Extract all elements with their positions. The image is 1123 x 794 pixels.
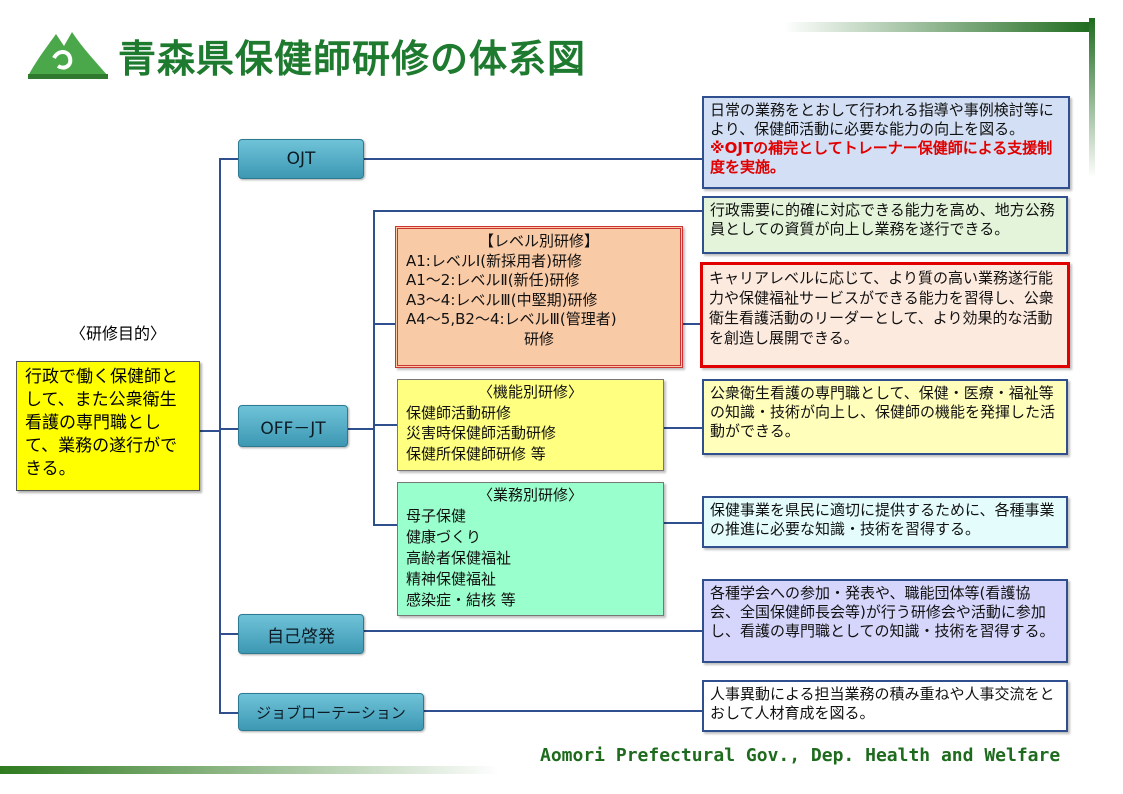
page-title: 青森県保健師研修の体系図 — [118, 37, 587, 81]
function-training-item: 保健師活動研修 — [406, 403, 512, 422]
connector — [664, 427, 702, 429]
ojt-description-text: 日常の業務をとおして行われる指導や事例検討等により、保健師活動に必要な能力の向上… — [710, 101, 1054, 138]
level-training-heading: 【レベル別研修】 — [478, 232, 599, 250]
level-training-item-tail: 研修 — [523, 329, 554, 348]
level-training-item: A4～5,B2～4:レベルⅢ(管理者) — [406, 310, 617, 328]
job-rotation-description: 人事異動による担当業務の積み重ねや人事交流をとおして人材育成を図る。 — [702, 680, 1068, 732]
function-training-item: 災害時保健師活動研修 — [406, 424, 557, 442]
ojt-description-note: ※OJTの補完としてトレーナー保健師による支援制度を実施。 — [710, 139, 1053, 176]
function-description: 公衆衛生看護の専門職として、保健・医療・福祉等の知識・技術が向上し、保健師の機能… — [702, 379, 1068, 455]
work-training-heading: 〈業務別研修〉 — [477, 486, 583, 504]
work-training-item: 感染症・結核 等 — [406, 591, 516, 609]
purpose-box: 行政で働く保健師として、また公衆衛生看護の専門職として、業務の遂行ができる。 — [16, 361, 200, 491]
connector — [424, 710, 702, 712]
connector — [219, 428, 239, 430]
connector — [373, 424, 397, 426]
work-training-item: 精神保健福祉 — [406, 570, 497, 588]
top-decoration-bar — [783, 22, 1093, 32]
category-ojt: OJT — [238, 139, 364, 179]
category-off-jt: OFF－JT — [238, 405, 348, 447]
aomori-logo-icon — [28, 32, 108, 79]
right-decoration-bar — [1089, 18, 1095, 178]
connector — [219, 712, 239, 714]
level-training-item: A3～4:レベルⅢ(中堅期)研修 — [406, 290, 598, 309]
footer-credit: Aomori Prefectural Gov., Dep. Health and… — [540, 745, 1061, 766]
connector — [364, 630, 702, 632]
admin-description: 行政需要に的確に対応できる能力を高め、地方公務員としての資質が向上し業務を遂行で… — [702, 196, 1068, 254]
function-training-heading: 〈機能別研修〉 — [477, 383, 583, 401]
connector — [664, 522, 702, 524]
connector — [219, 633, 239, 635]
ojt-description: 日常の業務をとおして行われる指導や事例検討等により、保健師活動に必要な能力の向上… — [702, 96, 1070, 189]
connector — [364, 158, 702, 160]
work-training-item: 母子保健 — [406, 507, 467, 525]
category-job-rotation: ジョブローテーション — [238, 693, 424, 731]
work-training-box: 〈業務別研修〉 母子保健 健康づくり 高齢者保健福祉 精神保健福祉 感染症・結核… — [397, 482, 664, 616]
function-training-item: 保健所保健師研修 等 — [406, 444, 546, 463]
level-training-item: A1:レベルⅠ(新採用者)研修 — [406, 251, 582, 270]
connector — [373, 524, 397, 526]
connector-trunk — [219, 158, 221, 714]
connector — [373, 323, 395, 325]
level-training-item: A1～2:レベルⅡ(新任)研修 — [406, 271, 580, 289]
function-training-box: 〈機能別研修〉 保健師活動研修 災害時保健師活動研修 保健所保健師研修 等 — [397, 379, 664, 471]
work-training-item: 高齢者保健福祉 — [406, 549, 512, 567]
connector — [682, 323, 702, 325]
work-training-item: 健康づくり — [406, 528, 482, 546]
bottom-decoration-bar — [0, 766, 500, 774]
connector — [348, 428, 374, 430]
self-development-description: 各種学会への参加・発表や、職能団体等(看護協会、全国保健師長会等)が行う研修会や… — [702, 579, 1068, 663]
level-training-box: 【レベル別研修】 A1:レベルⅠ(新採用者)研修 A1～2:レベルⅡ(新任)研修… — [395, 226, 683, 368]
connector — [373, 210, 702, 212]
connector — [219, 158, 239, 160]
purpose-label: 〈研修目的〉 — [70, 324, 167, 343]
connector — [200, 430, 220, 432]
category-self-development: 自己啓発 — [238, 614, 364, 654]
work-description: 保健事業を県民に適切に提供するために、各種事業の推進に必要な知識・技術を習得する… — [702, 496, 1068, 548]
career-description: キャリアレベルに応じて、より質の高い業務遂行能力や保健福祉サービスができる能力を… — [700, 262, 1070, 368]
connector-branch — [373, 210, 375, 526]
